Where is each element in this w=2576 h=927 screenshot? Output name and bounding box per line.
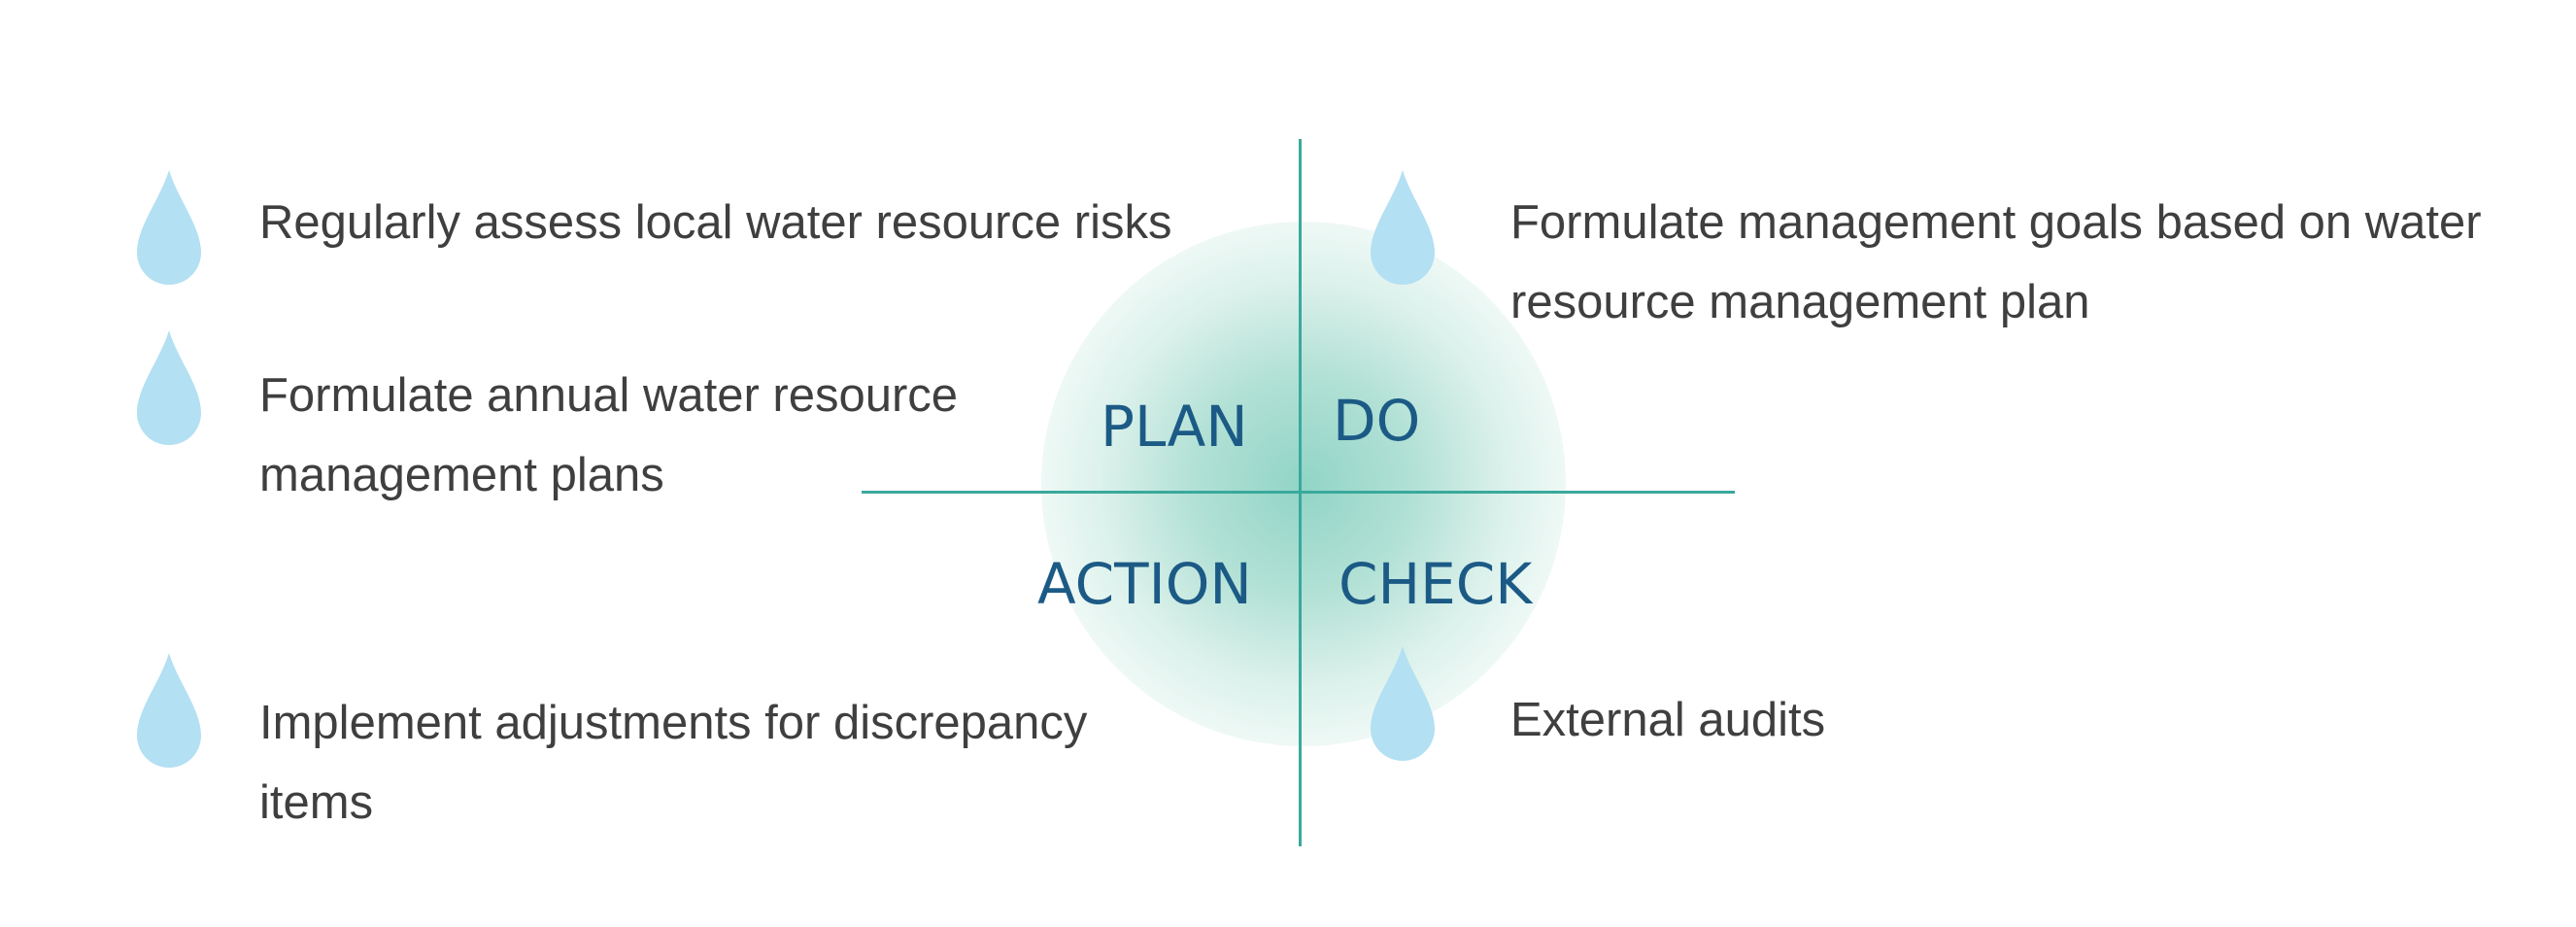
plan-item-1: Regularly assess local water resource ri… xyxy=(259,196,1172,249)
quadrant-label-check: CHECK xyxy=(1339,551,1533,617)
horizontal-axis xyxy=(862,491,1735,494)
water-drop-icon xyxy=(1371,170,1435,285)
do-item-1: Formulate management goals based on wate… xyxy=(1510,196,2482,328)
quadrant-label-action: ACTION xyxy=(1037,551,1252,617)
center-glow xyxy=(1041,222,1566,746)
water-drop-icon xyxy=(137,170,201,285)
quadrant-label-plan: PLAN xyxy=(1101,394,1248,460)
water-drop-icon xyxy=(137,330,201,445)
action-item-1: Implement adjustments for discrepancy it… xyxy=(259,697,1088,829)
plan-item-2: Formulate annual water resource manageme… xyxy=(259,369,959,501)
check-item-1: External audits xyxy=(1510,694,1826,746)
water-drop-icon xyxy=(137,653,201,768)
water-drop-icon xyxy=(1371,646,1435,761)
quadrant-label-do: DO xyxy=(1333,388,1421,454)
